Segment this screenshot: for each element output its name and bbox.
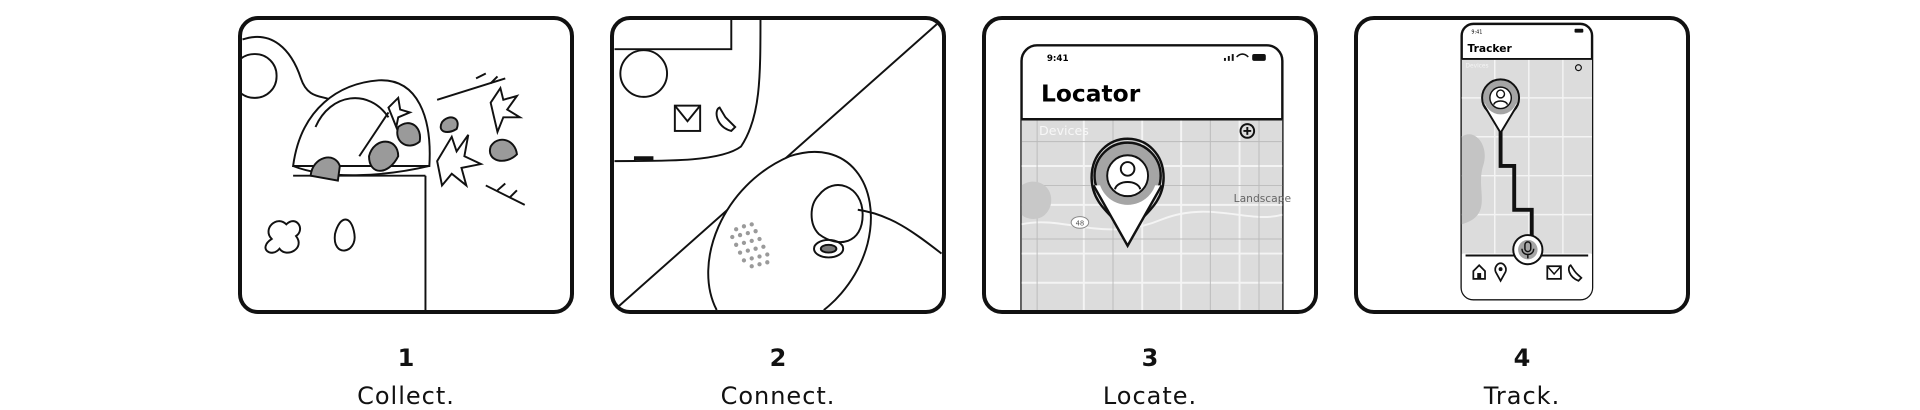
- panel-collect: [238, 16, 574, 314]
- step-number: 2: [769, 344, 787, 372]
- panel-locate: 9:41 Locator Devices Landscape 48: [982, 16, 1318, 314]
- step-caption: Connect.: [720, 382, 836, 410]
- svg-text:48: 48: [1076, 219, 1085, 227]
- step-number: 1: [397, 344, 415, 372]
- microphone-button[interactable]: [1512, 234, 1544, 266]
- home-icon[interactable]: [1472, 263, 1486, 280]
- collect-illustration: [242, 36, 526, 310]
- status-icons: [1223, 53, 1266, 61]
- status-time: 9:41: [1471, 30, 1482, 36]
- panel-connect: [610, 16, 946, 314]
- add-device-button[interactable]: [1574, 64, 1582, 72]
- step-number: 4: [1513, 344, 1531, 372]
- location-pin-icon: [1481, 78, 1521, 135]
- map-pin-icon[interactable]: [1494, 262, 1507, 283]
- road-marker: 48: [1070, 216, 1090, 229]
- app-title: Locator: [1041, 80, 1141, 108]
- add-device-button[interactable]: [1239, 123, 1256, 139]
- devices-label: Devices: [1466, 64, 1489, 70]
- location-pin-icon: [1090, 137, 1165, 249]
- panel-track: 9:41 Tracker Devices: [1354, 16, 1690, 314]
- battery-icon: [1574, 28, 1584, 33]
- map-place-label: Landscape: [1234, 192, 1291, 205]
- step-caption: Collect.: [357, 382, 455, 410]
- battery-icon: [1252, 54, 1266, 61]
- mail-icon[interactable]: [1546, 265, 1562, 280]
- app-title: Tracker: [1468, 42, 1513, 55]
- track-route: [1498, 117, 1534, 254]
- devices-label: Devices: [1039, 123, 1089, 138]
- step-number: 3: [1141, 344, 1159, 372]
- status-time: 9:41: [1047, 54, 1069, 64]
- step-caption: Locate.: [1102, 382, 1198, 410]
- step-caption: Track.: [1483, 382, 1561, 410]
- locator-phone: 9:41 Locator Devices Landscape 48: [1020, 44, 1291, 310]
- connect-illustration: [614, 20, 942, 310]
- tracker-phone: 9:41 Tracker Devices: [1460, 22, 1594, 301]
- wifi-icon: [1236, 53, 1249, 58]
- phone-icon[interactable]: [1567, 264, 1583, 282]
